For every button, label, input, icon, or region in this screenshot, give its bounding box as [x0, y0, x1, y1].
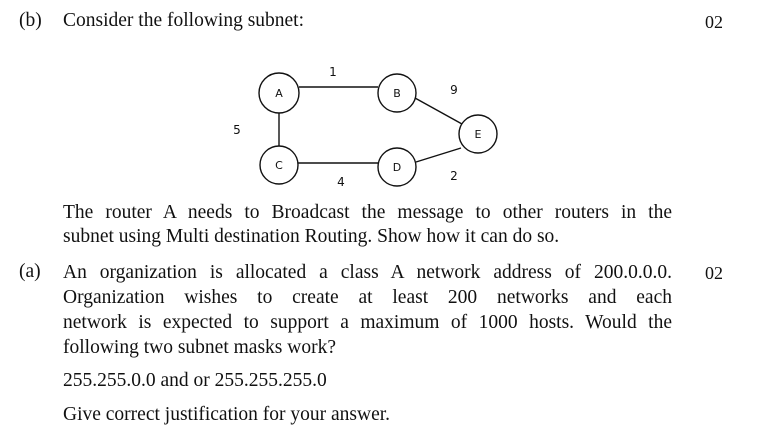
node-e-label: E [475, 128, 482, 141]
question-a-body: An organization is allocated a class A n… [63, 260, 672, 360]
subnet-diagram: A B C D E 1 9 5 4 2 [233, 65, 498, 189]
question-a-line: An organization is allocated a class A n… [63, 262, 672, 283]
node-e [458, 114, 498, 154]
node-b [377, 73, 417, 113]
node-c-label: C [275, 159, 283, 172]
edge-d-e-weight: 2 [450, 169, 458, 183]
node-a-label: A [275, 87, 283, 100]
question-b-heading: Consider the following subnet: [63, 10, 305, 31]
question-b-line: The router A needs to Broadcast the mess… [63, 202, 672, 223]
question-a-marks: 02 [705, 263, 723, 283]
question-b-marks: 02 [705, 12, 723, 32]
node-c [259, 145, 299, 185]
question-a-line: Organization wishes to create at least 2… [63, 287, 672, 308]
subnet-masks-line: 255.255.0.0 and or 255.255.255.0 [63, 370, 327, 391]
question-b-label: (b) [19, 10, 42, 31]
edge-c-d-weight: 4 [337, 175, 345, 189]
node-d-label: D [393, 161, 401, 174]
node-d [377, 147, 417, 187]
edge-d-e [415, 147, 462, 163]
question-b-line: subnet using Multi destination Routing. … [63, 226, 560, 247]
question-a-line: network is expected to support a maximum… [63, 312, 672, 333]
question-a-label: (a) [19, 261, 41, 282]
question-b-body: The router A needs to Broadcast the mess… [63, 201, 672, 249]
edge-b-e [414, 97, 463, 125]
node-b-label: B [393, 87, 401, 100]
justification-line: Give correct justification for your answ… [63, 404, 391, 425]
edge-a-b-weight: 1 [329, 65, 337, 79]
edge-a-c-weight: 5 [233, 123, 241, 137]
edge-b-e-weight: 9 [450, 83, 458, 97]
node-a [258, 72, 300, 114]
question-a-line: following two subnet masks work? [63, 337, 336, 358]
